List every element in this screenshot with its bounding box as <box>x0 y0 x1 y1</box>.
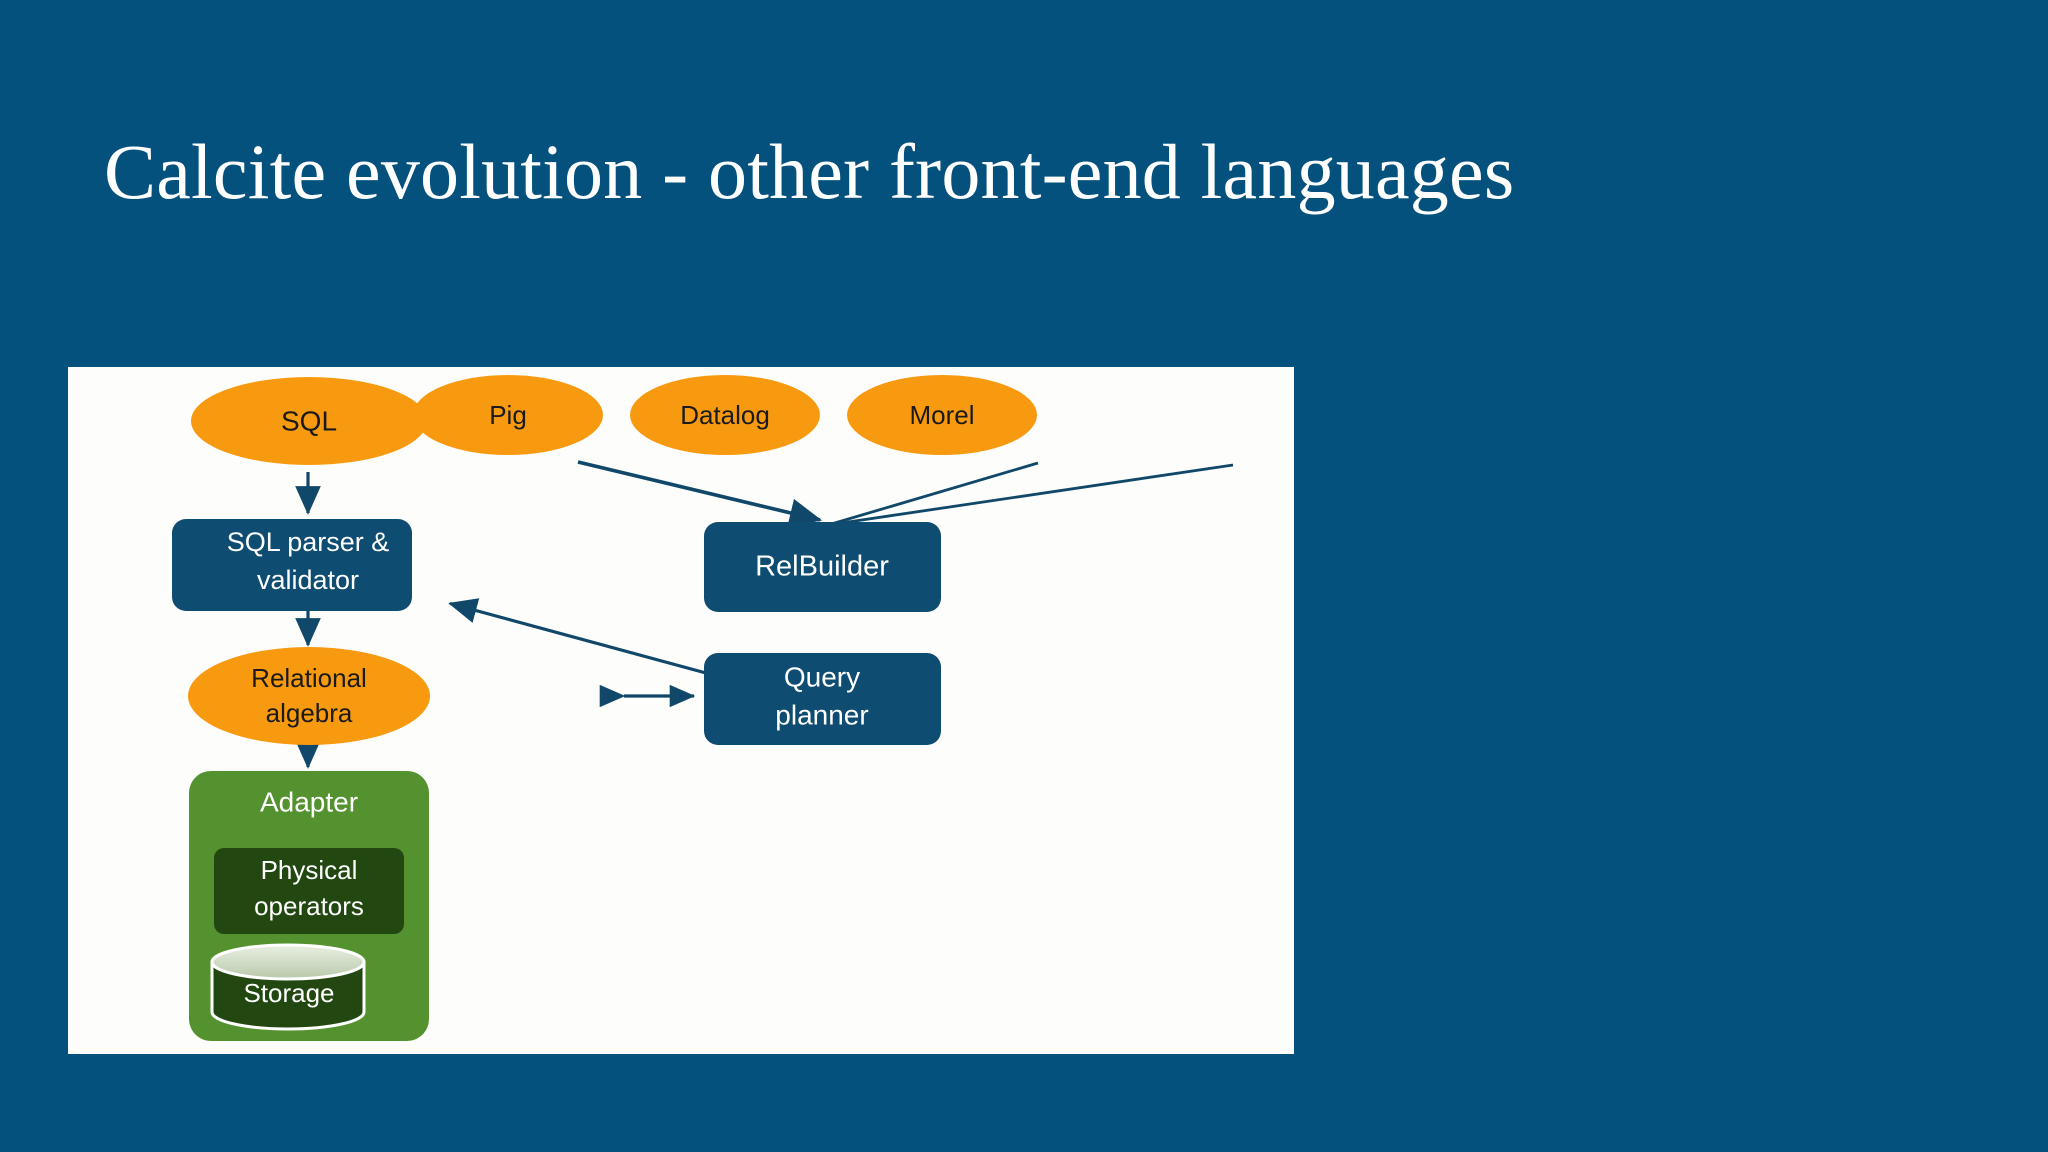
page-title: Calcite evolution - other front-end lang… <box>104 128 1515 215</box>
node-storage-top <box>210 943 366 981</box>
node-sql-parser-label-line1: SQL parser & <box>227 527 390 557</box>
node-query-planner[interactable]: Query planner <box>704 653 941 745</box>
node-sql-parser[interactable]: SQL parser & validator <box>172 519 412 611</box>
node-pig-label: Pig <box>489 400 527 430</box>
node-physical-operators-shape <box>214 848 404 934</box>
node-pig[interactable]: Pig <box>413 375 603 455</box>
edge-pig-to-relbuilder <box>577 460 823 527</box>
node-morel-label: Morel <box>909 400 974 430</box>
diagram-panel: SQL Pig Datalog Morel <box>68 367 1294 1054</box>
edge-morel-to-relbuilder <box>827 463 1234 527</box>
node-rel-algebra[interactable]: Relational algebra <box>188 647 430 745</box>
node-storage[interactable]: Storage <box>210 943 366 1031</box>
node-query-planner-label-line1: Query <box>784 661 860 692</box>
node-morel-shape <box>847 375 1037 455</box>
node-relbuilder[interactable]: RelBuilder <box>704 522 941 612</box>
node-adapter-label: Adapter <box>260 786 358 817</box>
node-physical-operators[interactable]: Physical operators <box>214 848 404 934</box>
node-sql-label: SQL <box>281 405 337 436</box>
node-sql-shape <box>191 377 427 465</box>
frontend-language-nodes: SQL Pig Datalog Morel <box>191 375 1037 465</box>
node-datalog-shape <box>630 375 820 455</box>
node-sql-parser-label-line2: validator <box>257 565 359 595</box>
node-sql[interactable]: SQL <box>191 377 427 465</box>
node-pig-shape <box>413 375 603 455</box>
node-physical-operators-label-line2: operators <box>254 891 364 921</box>
node-storage-label: Storage <box>243 978 334 1008</box>
node-query-planner-shape <box>704 653 941 745</box>
node-rel-algebra-label-line2: algebra <box>266 698 353 728</box>
node-physical-operators-label-line1: Physical <box>261 855 358 885</box>
node-datalog-label: Datalog <box>680 400 770 430</box>
node-query-planner-label-line2: planner <box>775 699 868 730</box>
node-adapter[interactable]: Adapter Physical operators Storage <box>189 771 429 1041</box>
core-component-nodes: SQL parser & validator RelBuilder Relati… <box>172 519 941 1041</box>
node-datalog[interactable]: Datalog <box>630 375 820 455</box>
node-sql-parser-shape <box>172 519 412 611</box>
edge-datalog-to-relbuilder <box>827 461 1039 527</box>
calcite-architecture-diagram: SQL Pig Datalog Morel <box>172 375 1234 1041</box>
node-storage-body <box>210 960 366 1031</box>
node-rel-algebra-label-line1: Relational <box>251 663 367 693</box>
node-relbuilder-shape <box>704 522 941 612</box>
node-morel[interactable]: Morel <box>847 375 1037 455</box>
node-relbuilder-label: RelBuilder <box>755 551 889 583</box>
node-rel-algebra-shape <box>188 647 430 745</box>
